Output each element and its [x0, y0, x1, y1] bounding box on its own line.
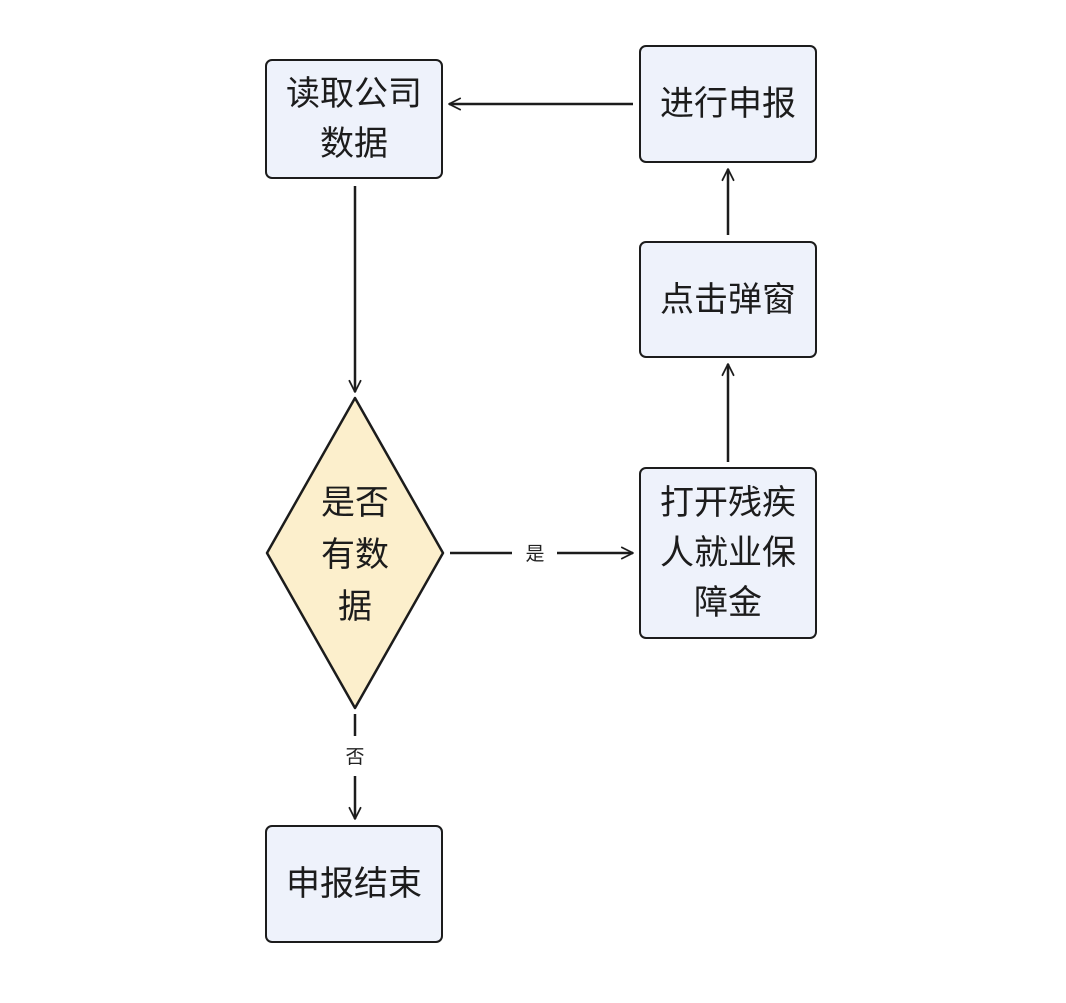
node-read-company-data: 读取公司 数据 [265, 59, 443, 179]
node-click-popup: 点击弹窗 [639, 241, 817, 358]
node-report-end: 申报结束 [265, 825, 443, 943]
decision-label: 是否 有数 据 [321, 483, 389, 627]
node-submit: 进行申报 [639, 45, 817, 163]
edge-label-no: 否 [340, 745, 370, 769]
edge-label-yes: 是 [516, 542, 554, 566]
decision-diamond [265, 396, 445, 710]
node-open-disability-fund: 打开残疾 人就业保 障金 [639, 467, 817, 639]
